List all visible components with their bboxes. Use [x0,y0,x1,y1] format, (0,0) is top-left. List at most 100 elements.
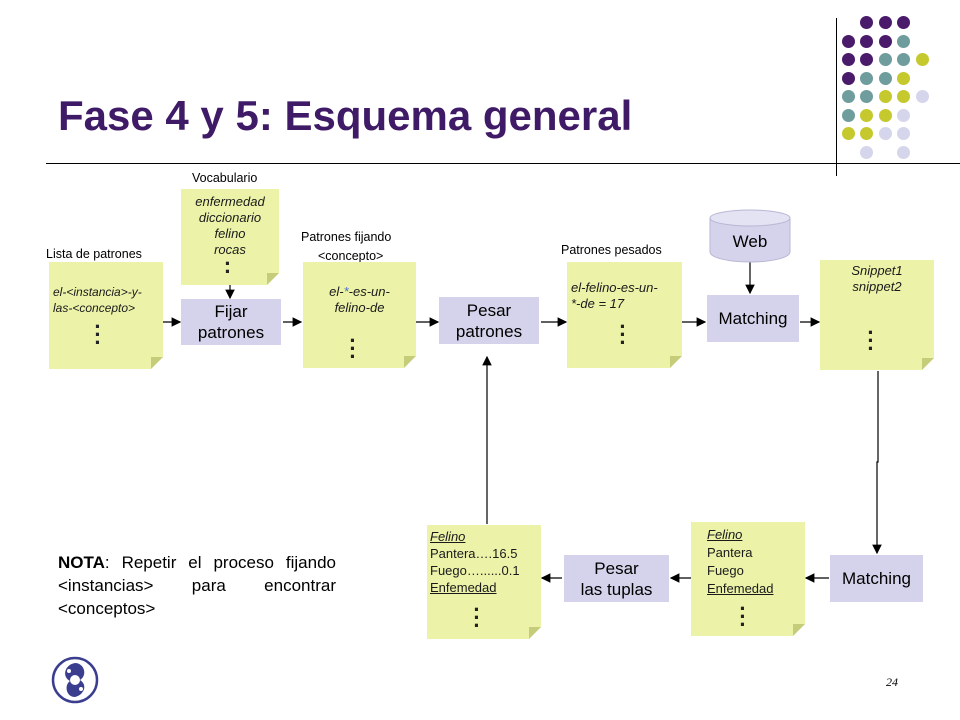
note-patrones-pesados: el-felino-es-un- *-de = 17 ··· [567,262,682,368]
pattern-text: <instancia> [66,285,128,299]
ellipsis-vertical: ··· [349,328,357,369]
label-patrones-pesados: Patrones pesados [561,243,662,257]
note-snippets: Snippet1 snippet2 ··· [820,260,934,370]
vocab-item: rocas [214,242,246,257]
decor-dot [860,71,873,85]
decor-dot [897,16,910,29]
vocab-item: diccionario [198,210,262,225]
ellipsis-vertical: ··· [739,596,747,637]
nota-label: NOTA [58,553,105,572]
label-patrones-fijando: Patrones fijando [301,230,392,244]
decor-dot [841,53,855,66]
decor-dot [878,108,892,122]
web-database-icon [709,209,791,263]
box-label: Matching [718,309,788,328]
decor-dot [860,16,873,29]
tuple-item: Pantera….16.5 [430,546,518,561]
decor-dot [860,53,873,66]
decor-dot [860,145,873,159]
decor-dot [841,34,855,48]
decor-dot [878,34,892,48]
pattern-text: *-de = 17 [571,296,625,311]
nota-body: : Repetir el proceso fijando <instancias… [58,553,336,618]
decor-dot [897,127,910,140]
decor-dot [878,53,892,66]
decor-dot [841,108,855,122]
box-label: Pesar [466,300,512,320]
pattern-text: -y- [127,285,142,299]
decor-dot [878,90,892,103]
nota-text: NOTA: Repetir el proceso fijando <instan… [58,551,336,620]
tuple-item: Felino [430,529,466,544]
pattern-text: el- [329,284,344,299]
box-label: Matching [842,569,911,588]
page-number: 24 [886,675,898,689]
title-underline [46,163,960,164]
snippet-item: Snippet1 [851,263,903,278]
tuple-item: Pantera [707,545,753,560]
decor-dot [841,90,855,103]
decor-dot [860,34,873,48]
arrow-snippets-to-matching [872,371,882,555]
decor-dot [878,16,892,29]
decorative-dot-grid [0,0,960,170]
ellipsis-vertical: ·· [224,251,232,284]
decor-vertical-line [836,18,837,176]
decor-dot [841,127,855,140]
label-lista-patrones: Lista de patrones [46,247,142,261]
slide-title: Fase 4 y 5: Esquema general [58,92,633,139]
box-label: patrones [455,321,523,341]
pattern-text: felino-de [334,300,385,315]
note-tuplas: Felino Pantera Fuego Enfemedad ··· [691,522,805,636]
box-label: Pesar [594,558,639,578]
ellipsis-vertical: ··· [619,314,627,355]
tuple-item: Enfemedad [430,580,497,595]
decor-dot [841,71,855,85]
tuple-item: Fuego [707,563,744,578]
box-label: patrones [197,323,265,342]
ellipsis-vertical: ··· [867,320,875,361]
vocab-item: felino [214,226,246,241]
snippet-item: snippet2 [852,279,902,294]
university-logo-icon [51,656,99,704]
fijar-patrones-box: Fijar patrones [181,299,281,345]
decor-dot [878,127,892,140]
label-vocabulario: Vocabulario [192,171,258,185]
pattern-text: el- [53,285,67,299]
web-label: Web [732,232,768,251]
decor-dot [860,127,873,140]
decor-dot [897,53,910,66]
decor-dot [897,145,910,159]
label-patrones-fijando-concepto: <concepto> [318,249,384,263]
vocab-item: enfermedad [195,194,265,209]
wildcard: * [343,284,349,299]
pattern-text: <concepto> [72,301,136,315]
decor-dot [897,71,910,85]
note-patrones-fijando: el-*-es-un- felino-de ··· [303,262,416,368]
decor-dot [915,90,929,103]
decor-dot [897,34,910,48]
box-label: Fijar [214,302,248,321]
pattern-text: -es-un- [348,284,390,299]
tuple-item: Fuego…......0.1 [430,563,520,578]
decor-dot [915,53,929,66]
tuple-item: Enfemedad [707,581,774,596]
ellipsis-vertical: ··· [94,314,102,355]
decor-dot [897,90,910,103]
note-tuplas-pesadas: Felino Pantera….16.5 Fuego…......0.1 Enf… [427,525,541,639]
pattern-text: el-felino-es-un- [571,280,658,295]
tuple-item: Felino [707,527,743,542]
note-lista-patrones: el-<instancia>-y- las-<concepto> ··· [49,262,163,369]
matching-top-box: Matching [707,295,799,342]
ellipsis-vertical: ··· [473,597,481,638]
decor-dot [860,90,873,103]
pattern-text: las- [53,301,73,315]
note-vocabulario: enfermedad diccionario felino rocas ·· [181,189,279,285]
decor-dot [897,108,910,122]
decor-dot [878,71,892,85]
matching-bottom-box: Matching [830,555,923,602]
decor-dot [860,108,873,122]
